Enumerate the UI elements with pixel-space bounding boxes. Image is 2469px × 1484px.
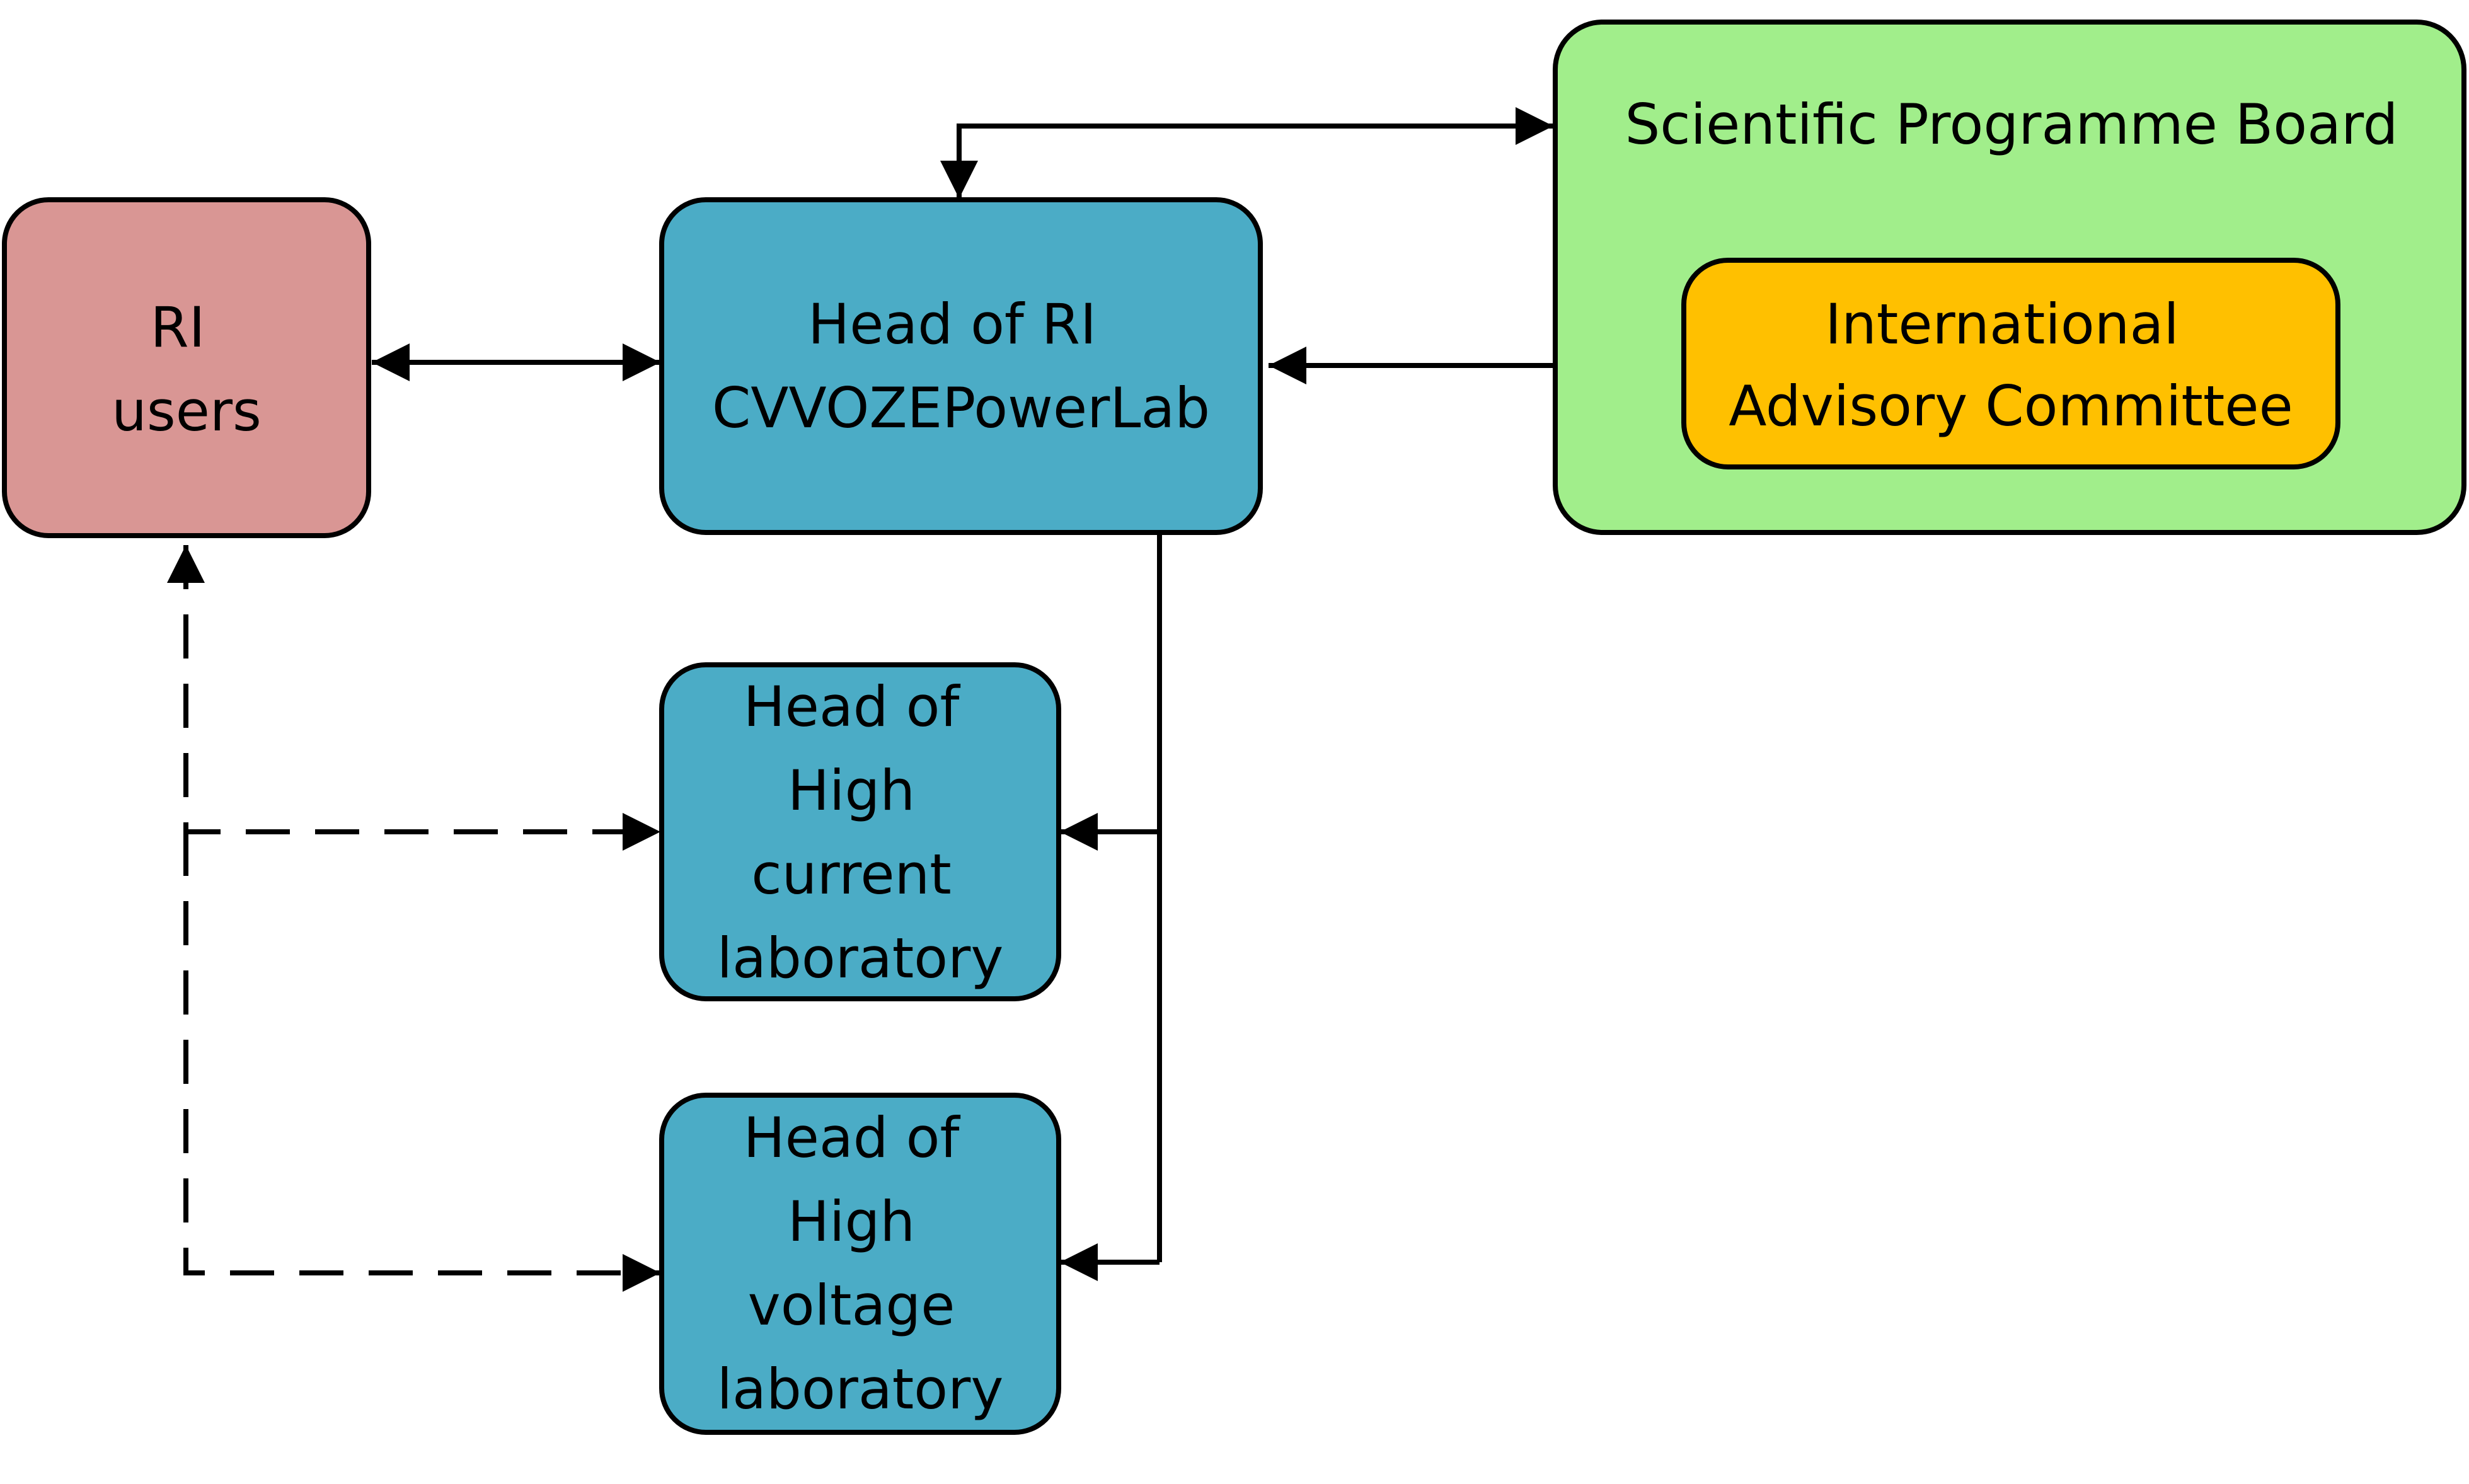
svg-text:International Advisory: International Advisory Committee — [1729, 292, 2293, 439]
high-voltage-line-3: voltage — [748, 1273, 955, 1338]
high-voltage-line-1: Head of — [744, 1105, 961, 1170]
high-current-line-4: laboratory — [717, 926, 1004, 991]
node-ri-users: RI users — [2, 197, 371, 538]
svg-text:Head of High c: Head of High current laboratory — [717, 674, 1004, 991]
head-of-ri-line-2: CVVOZEPowerLab — [712, 376, 1210, 440]
edge-users-high-voltage — [183, 832, 660, 1292]
node-high-current-lab: Head of High current laboratory — [659, 662, 1061, 1001]
spb-label: Scientific Programme Board — [1625, 92, 2398, 157]
high-current-line-3: current — [751, 842, 951, 907]
high-voltage-line-2: High — [788, 1189, 915, 1254]
edge-head-spb — [940, 107, 1553, 198]
ri-users-line-1: RI — [150, 295, 205, 360]
iac-line-1: International — [1825, 292, 2179, 357]
svg-text:RI users: RI users — [112, 295, 262, 444]
high-current-line-1: Head of — [744, 674, 961, 739]
node-high-voltage-lab: Head of High voltage laboratory — [659, 1093, 1061, 1435]
svg-text:Head of RI CVVOZEPower: Head of RI CVVOZEPowerLab — [712, 292, 1210, 440]
ri-users-line-2: users — [112, 379, 262, 444]
node-international-advisory-committee: International Advisory Committee — [1681, 258, 2340, 469]
high-voltage-line-4: laboratory — [717, 1357, 1004, 1422]
iac-line-2: Advisory Committee — [1729, 374, 2293, 439]
node-head-of-ri: Head of RI CVVOZEPowerLab — [659, 197, 1263, 535]
high-current-line-2: High — [788, 758, 915, 823]
svg-text:Scientific Programme Board: Scientific Programme Board — [1625, 92, 2398, 157]
edge-users-high-current — [167, 545, 660, 851]
head-of-ri-line-1: Head of RI — [808, 292, 1096, 357]
svg-text:Head of High v: Head of High voltage laboratory — [717, 1105, 1004, 1422]
